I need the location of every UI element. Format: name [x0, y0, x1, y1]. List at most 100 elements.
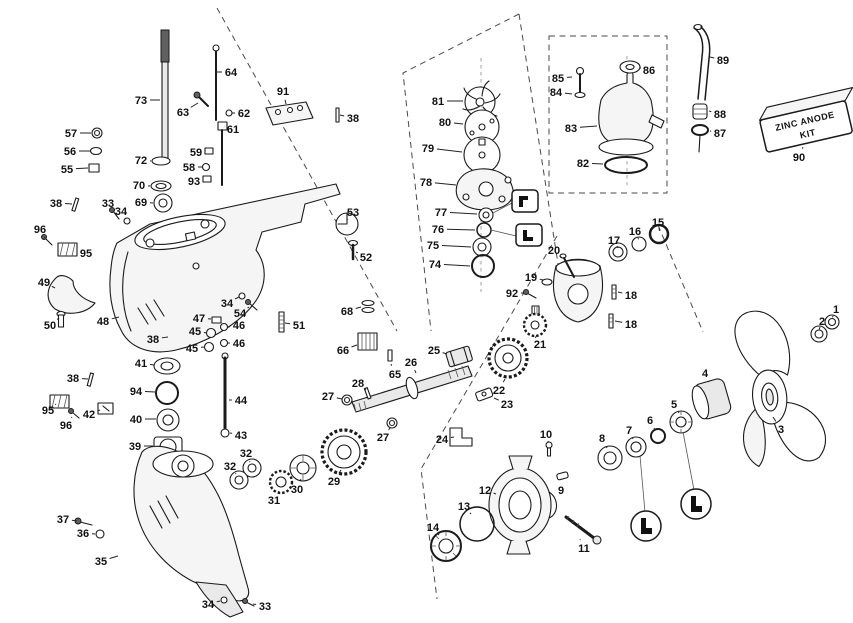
part-callout-19-76: 19 — [525, 272, 537, 284]
callout-leader-28-89 — [364, 388, 367, 391]
part-callout-48-23: 48 — [97, 316, 109, 328]
stud-hardware-left-shape — [88, 163, 100, 173]
callout-leader-95-38 — [54, 403, 57, 406]
prop-hardware-shape — [824, 314, 840, 330]
driveshaft-assembly-shape — [161, 61, 169, 163]
callout-leader-63-2 — [190, 102, 199, 108]
part-callout-77-67: 77 — [435, 207, 447, 219]
part-callout-33-54: 33 — [259, 601, 271, 613]
water-tube-shape — [692, 103, 708, 120]
trim-tab-shape — [57, 314, 65, 328]
callout-leader-38-33 — [161, 336, 169, 339]
water-pump-stack-shape — [504, 176, 512, 184]
fastener-column-shape — [211, 316, 222, 324]
pump-housing-shape — [648, 114, 665, 129]
callout-leader-84-57 — [564, 92, 573, 95]
upper-bearing-housing-shape — [523, 289, 529, 295]
callout-leader-14-105 — [437, 533, 440, 536]
callout-leader-13-104 — [469, 512, 472, 515]
callout-leader-54-27 — [247, 306, 250, 309]
bearing-carrier-shape — [431, 531, 461, 561]
upper-bearing-housing — [523, 223, 670, 329]
prop-shaft-assembly-shape — [361, 333, 375, 350]
prop-shaft-assembly-shape — [361, 306, 375, 314]
part-callout-50-22: 50 — [44, 320, 56, 332]
callout-leader-89-58 — [709, 56, 715, 59]
water-tube-shape — [691, 124, 709, 136]
part-callout-92-77: 92 — [506, 288, 518, 300]
forward-gear-shape — [494, 344, 522, 372]
upper-bearing-housing-shape — [555, 259, 601, 277]
part-callout-8-99: 8 — [599, 433, 605, 445]
water-pump-stack-shape — [469, 130, 475, 136]
prop-hardware-shape — [630, 441, 642, 453]
callout-leader-90-71 — [801, 146, 804, 149]
upper-bearing-housing-shape — [567, 283, 589, 305]
water-pump-stack-shape — [471, 254, 495, 278]
dowel-pins-shape — [86, 372, 95, 387]
prop-shaft-assembly-shape — [387, 349, 393, 362]
callout-leader-51-34 — [284, 322, 291, 325]
trim-tab — [47, 275, 96, 328]
part-callout-16-74: 16 — [629, 226, 641, 238]
part-callout-32-46: 32 — [224, 461, 236, 473]
pump-housing-shape — [604, 156, 648, 174]
shift-rod-plate — [265, 101, 314, 126]
part-callout-54-27: 54 — [234, 308, 247, 320]
callout-leader-8-99 — [605, 445, 608, 449]
bearing-carrier-shape — [508, 455, 533, 470]
part-callout-76-68: 76 — [432, 224, 444, 236]
part-callout-41-35: 41 — [135, 358, 147, 370]
shift-rod-assembly-shape — [204, 147, 214, 155]
pump-housing-shape — [619, 60, 641, 74]
part-callout-37-50: 37 — [57, 514, 69, 526]
part-callout-34-53: 34 — [202, 599, 215, 611]
prop-shaft-assembly-shape — [447, 365, 466, 380]
bearing-stack — [153, 357, 183, 458]
tab-washer-details-shape — [641, 518, 652, 534]
trim-tab-shape — [47, 275, 96, 314]
part-callout-17-73: 17 — [608, 235, 620, 247]
part-callout-10-100: 10 — [540, 429, 552, 441]
bearing-carrier-shape — [564, 515, 596, 540]
part-callout-82-65: 82 — [577, 158, 589, 170]
prop-shaft-assembly-shape — [386, 417, 398, 429]
water-pump-stack-shape — [492, 202, 513, 214]
small-fasteners-top-shape — [123, 217, 131, 225]
driveshaft-assembly-shape — [155, 182, 167, 190]
water-pump-stack-shape — [472, 237, 492, 257]
shift-rod-assembly — [193, 44, 233, 186]
part-callout-24-88: 24 — [436, 434, 449, 446]
part-callout-22-86: 22 — [493, 385, 505, 397]
bearing-carrier-shape — [548, 491, 558, 519]
part-callout-95-38: 95 — [42, 405, 54, 417]
shift-cam-follower-shape-shape — [475, 387, 494, 402]
callout-leader-18-79 — [614, 320, 623, 323]
prop-hardware-shape — [670, 411, 692, 433]
upper-bearing-housing-shape — [611, 284, 617, 300]
gear-cluster-shape — [275, 476, 287, 488]
prop-shaft-assembly-shape — [363, 387, 372, 400]
part-callout-31-48: 31 — [268, 495, 280, 507]
callout-leader-96-40 — [71, 416, 73, 419]
gearcase-housing-shape — [145, 238, 155, 248]
part-callout-91-1: 91 — [277, 86, 289, 98]
part-callout-70-14: 70 — [133, 180, 145, 192]
water-pump-stack-shape — [482, 211, 490, 219]
tab-washer-details-shape — [691, 496, 702, 512]
part-callout-39-44: 39 — [129, 441, 141, 453]
dowel-pins-shape — [335, 107, 340, 123]
prop-hardware-shape — [675, 416, 687, 428]
skeg-housing-shape — [177, 460, 189, 472]
water-pump-stack-shape — [478, 207, 494, 223]
callout-leader-2-93 — [818, 326, 821, 330]
prop-hardware-shape-shape — [691, 385, 710, 420]
water-pump-stack-shape — [523, 230, 533, 241]
boundary-dashes-shape — [216, 7, 398, 332]
part-callout-13-104: 13 — [458, 501, 470, 513]
propeller-shape — [765, 388, 774, 406]
part-callout-72-12: 72 — [135, 155, 147, 167]
part-callout-96-19: 96 — [34, 224, 46, 236]
gear-cluster-shape — [290, 455, 316, 481]
fastener-column-shape — [238, 292, 246, 300]
